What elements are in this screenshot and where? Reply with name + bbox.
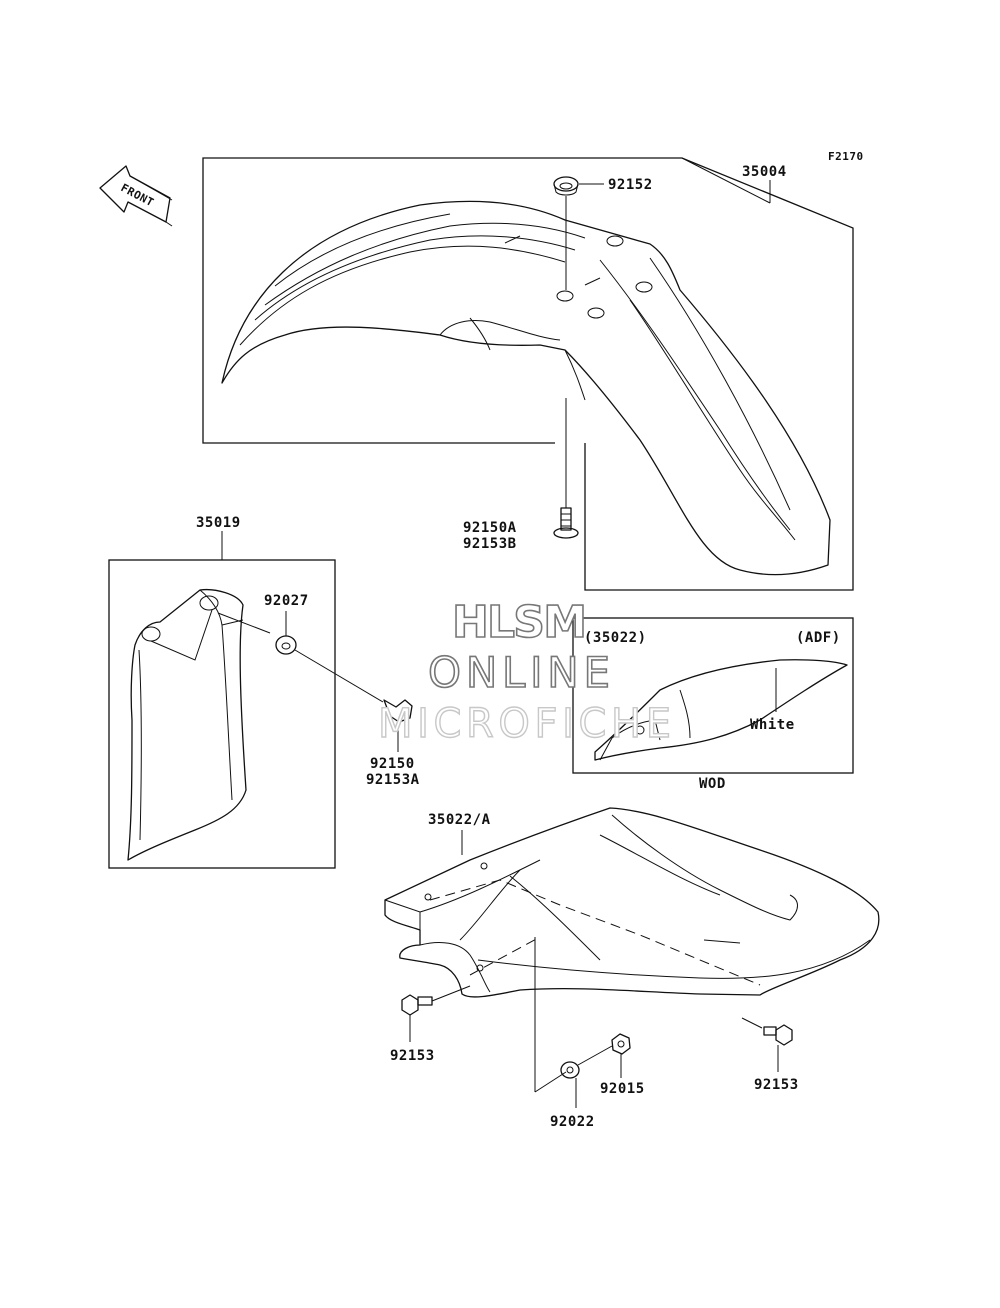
label-92150: 92150: [370, 756, 415, 772]
label-35004: 35004: [742, 164, 787, 180]
variant-box: (35022) (ADF) White: [572, 617, 854, 774]
label-35022A: 35022/A: [428, 812, 491, 828]
label-35019: 35019: [196, 515, 241, 531]
rear-fender: [384, 807, 880, 998]
label-92022: 92022: [550, 1114, 595, 1130]
label-92153-left: 92153: [390, 1048, 435, 1064]
bolt-92153-right: [741, 1017, 793, 1072]
watermark-line2: ONLINE: [428, 648, 610, 697]
front-arrow-icon: FRONT: [99, 165, 173, 227]
washer-nut-assembly: [534, 937, 631, 1108]
nut-92015: [611, 1033, 631, 1055]
label-adf: (ADF): [796, 630, 841, 646]
figure-code: F2170: [828, 150, 864, 163]
label-92150A: 92150A: [463, 520, 517, 536]
label-92153-right: 92153: [754, 1077, 799, 1093]
watermark-line3: MICROFICHE: [378, 701, 671, 747]
label-92153B: 92153B: [463, 536, 517, 552]
front-label: FRONT: [119, 181, 157, 209]
rear-fender-group: 35022/A 92153: [384, 807, 880, 1130]
label-white: White: [750, 717, 795, 733]
fork-guard: [127, 588, 271, 861]
front-fender-bounding-box: [202, 157, 854, 591]
grommet-92152: [553, 176, 604, 290]
label-92152: 92152: [608, 177, 653, 193]
washer-92022: [560, 1061, 580, 1079]
label-92015: 92015: [600, 1081, 645, 1097]
variant-bounding-box: [572, 617, 854, 774]
label-92027: 92027: [264, 593, 309, 609]
watermark-line1: HLSM: [452, 597, 587, 648]
front-fender: [221, 200, 831, 576]
label-35022-variant: (35022): [584, 630, 647, 646]
bolt-92150: [383, 699, 413, 752]
fork-guard-group: 35019 92027 92150 92153A: [108, 515, 420, 869]
grommet-92027: [275, 611, 384, 703]
label-92153A: 92153A: [366, 772, 420, 788]
bolt-92153-left: [401, 985, 471, 1042]
front-fender-group: 35004 92152: [202, 157, 854, 591]
bolt-92150A: [553, 398, 579, 539]
label-wod: WOD: [699, 776, 726, 792]
watermark: HLSM ONLINE MICROFICHE: [377, 596, 671, 748]
rear-fender-variant: [594, 659, 848, 761]
